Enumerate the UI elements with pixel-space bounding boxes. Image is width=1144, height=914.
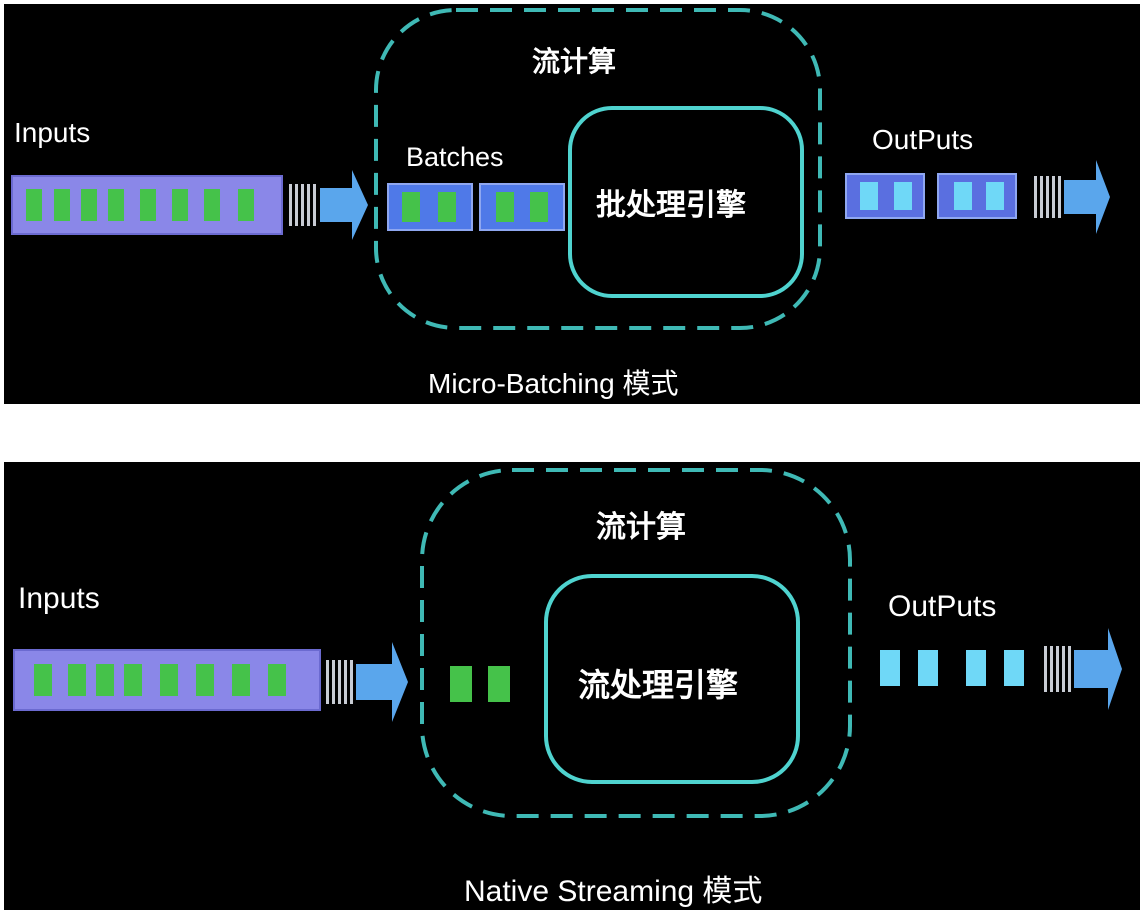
input-items (34, 664, 286, 696)
outputs-label: OutPuts (888, 590, 997, 623)
input-item (160, 664, 178, 696)
output-batch-block (937, 173, 1017, 219)
input-item (26, 189, 42, 221)
output-item (1004, 650, 1024, 686)
batch-block (479, 183, 565, 231)
batch-block (387, 183, 473, 231)
stream-lines-icon (326, 660, 353, 704)
stream-item (450, 666, 472, 702)
batch-item (530, 192, 548, 222)
stream-compute-boundary (420, 468, 852, 818)
stream-compute-label: 流计算 (532, 45, 617, 78)
output-item (954, 182, 972, 210)
stream-lines-icon (1044, 646, 1071, 692)
input-item (238, 189, 254, 221)
input-item (96, 664, 114, 696)
input-item (124, 664, 142, 696)
input-item (268, 664, 286, 696)
output-item (880, 650, 900, 686)
batches-label: Batches (406, 142, 504, 172)
input-item (196, 664, 214, 696)
batch-item (496, 192, 514, 222)
output-item (918, 650, 938, 686)
output-item (894, 182, 912, 210)
arrow-right-icon (356, 642, 408, 722)
batch-engine-box (568, 106, 804, 298)
micro-batching-diagram (11, 8, 1110, 330)
output-item (986, 182, 1004, 210)
input-item (54, 189, 70, 221)
input-item (172, 189, 188, 221)
arrow-right-icon (1074, 628, 1122, 710)
stream-lines-icon (289, 184, 316, 226)
batch-item (438, 192, 456, 222)
inputs-label: Inputs (14, 117, 91, 148)
output-item (966, 650, 986, 686)
input-item (204, 189, 220, 221)
stream-compute-label: 流计算 (596, 510, 686, 545)
input-item (68, 664, 86, 696)
batch-engine-label: 批处理引擎 (596, 188, 746, 223)
arrow-right-icon (320, 170, 368, 240)
input-item (108, 189, 124, 221)
output-item (860, 182, 878, 210)
inputs-label: Inputs (18, 582, 100, 615)
native-streaming-panel: Inputs 流计算 流处理引擎 OutPuts Native Streamin… (4, 462, 1140, 910)
arrow-right-icon (1064, 160, 1110, 234)
stream-lines-icon (1034, 176, 1061, 218)
micro-batching-caption: Micro-Batching 模式 (428, 368, 679, 399)
output-batch-block (845, 173, 925, 219)
stream-compute-boundary (374, 8, 822, 330)
input-item (81, 189, 97, 221)
input-item (34, 664, 52, 696)
input-items (26, 189, 254, 221)
native-streaming-diagram (13, 468, 1122, 818)
stream-engine-label: 流处理引擎 (578, 666, 739, 704)
input-item (232, 664, 250, 696)
micro-batching-panel: Inputs Batches 流计算 批处理引擎 OutPuts Micro-B… (4, 4, 1140, 404)
input-item (140, 189, 156, 221)
batch-item (402, 192, 420, 222)
stream-engine-box (544, 574, 800, 784)
stream-item (488, 666, 510, 702)
native-streaming-caption: Native Streaming 模式 (464, 875, 763, 908)
outputs-label: OutPuts (872, 124, 974, 155)
